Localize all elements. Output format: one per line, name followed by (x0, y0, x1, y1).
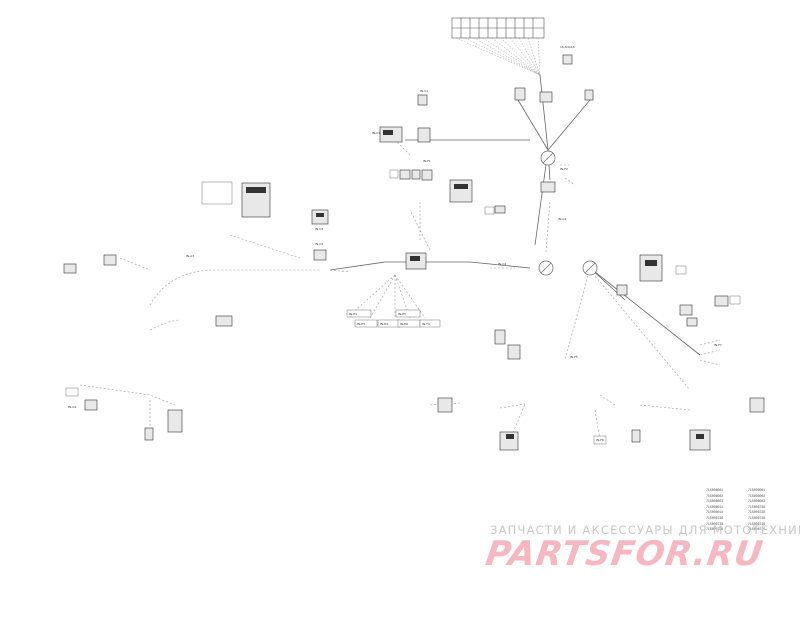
callout-label: IN-A3 (186, 254, 194, 258)
part-number: 715006002 (706, 493, 724, 498)
part-number: 715006003 (748, 499, 766, 504)
connector-accents (246, 130, 704, 439)
watermark-caption: ЗАПЧАСТИ И АКСЕССУАРЫ ДЛЯ МОТОТЕХНИКИ (490, 523, 800, 537)
ring-connectors (538, 150, 598, 276)
callout-label: IN-F6 (596, 438, 604, 442)
part-number: 715006728 (748, 510, 766, 515)
fuse-fan-wires (455, 37, 541, 76)
callout-label: IN-C3 (315, 227, 323, 231)
callout-label: IN-C4 (498, 262, 506, 266)
part-number: 715006726 (706, 515, 724, 520)
legend-boxes (65, 169, 741, 445)
callout-label: IN-E6 (400, 322, 408, 326)
part-number: 715006002 (748, 493, 766, 498)
part-number: 715006011 (706, 504, 724, 509)
callout-label: IN-C1 (372, 131, 380, 135)
callout-label: IN-G1 (68, 405, 77, 409)
callout-label: IN-C1 (420, 89, 428, 93)
harness-dashed (79, 134, 721, 441)
part-number: 715006001 (748, 488, 766, 492)
watermark-logo: PARTSFOR.RU (483, 534, 766, 574)
callout-label: IN-E4 (380, 322, 388, 326)
callout-label: IN-F2 (560, 167, 568, 171)
part-number: 715006003 (706, 499, 724, 504)
connector-bodies (63, 54, 765, 451)
callout-label: IN-E3 (357, 322, 365, 326)
callout-label: IN-F7 (714, 343, 722, 347)
fuse-block (451, 17, 545, 39)
callout-label: IN-E5 (398, 312, 406, 316)
callout-label: IN-F1 (423, 159, 431, 163)
callout-label: IN-F5 (570, 355, 578, 359)
part-number: 715006729 (748, 521, 766, 526)
callout-label: IN-C4 (558, 217, 566, 221)
part-number: 715006726 (748, 504, 766, 509)
callout-label: IN-E1 (349, 312, 357, 316)
part-number: 715006729 (706, 527, 724, 532)
main-harness (329, 74, 701, 356)
part-number: 715006728 (706, 521, 724, 526)
part-numbers-right: 715006001 715006002 715006003 715006726 … (748, 488, 765, 533)
callout-label: IN-F4 (422, 322, 430, 326)
callout-label: IN-C3 (315, 242, 323, 246)
part-numbers-left: 715006001 715006002 715006003 715006011 … (706, 488, 723, 533)
part-number: 715006014 (706, 510, 724, 515)
part-number: 715006729 (748, 527, 766, 532)
part-number: 715006001 (706, 488, 724, 492)
part-number: 715006728 (748, 515, 766, 520)
callout-label: 16-8/9/18 (560, 45, 575, 49)
